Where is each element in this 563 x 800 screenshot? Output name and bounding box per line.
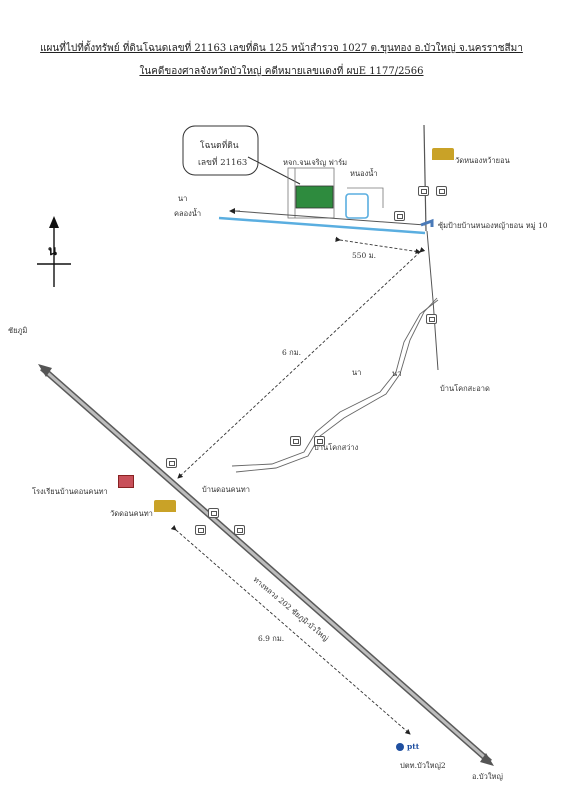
callout-leader — [247, 156, 301, 185]
dist-6km-label: 6 กม. — [282, 348, 302, 357]
house-icon — [418, 186, 429, 196]
field-b-label: นา — [392, 369, 402, 378]
north-arrow-icon — [49, 216, 59, 228]
deed-callout-line1: โฉนดที่ดิน — [200, 141, 239, 151]
house-icon — [195, 525, 206, 535]
temple-south-icon — [154, 500, 176, 512]
ban-khok-sa-at-label: บ้านโคกสะอาด — [440, 384, 490, 393]
pond-shape — [345, 193, 369, 219]
chaiyaphum-label: ชัยภูมิ — [8, 326, 28, 335]
deed-callout-box — [182, 125, 259, 176]
ban-khok-sawang-label: บ้านโคกสว่าง — [314, 443, 359, 452]
dim-6km — [177, 246, 426, 479]
map-title: แผนที่ไปที่ตั้งทรัพย์ ที่ดินโฉนดเลขที่ 2… — [40, 43, 523, 54]
road-to-khok-sa-at — [426, 230, 439, 371]
land-plot — [295, 185, 334, 209]
deed-callout-line2: เลขที่ 21163 — [198, 158, 248, 168]
field-a-label: นา — [352, 368, 362, 377]
field-top-label: นา — [178, 194, 188, 203]
canal-label: คลองน้ำ — [174, 209, 202, 218]
bua-yai-label: อ.บัวใหญ่ — [472, 772, 503, 781]
local-road — [233, 210, 426, 226]
ptt-label: ปตท.บัวใหญ่2 — [400, 761, 446, 770]
temple-north-icon — [432, 148, 454, 160]
house-icon — [436, 186, 447, 196]
dist-550-label: 550 ม. — [352, 251, 377, 260]
gate-sign-icon — [420, 218, 434, 227]
ptt-logo-text: ptt — [407, 742, 420, 751]
school-icon — [118, 475, 134, 488]
temple-south-label: วัดดอนคนทา — [110, 509, 153, 518]
farm-label: หจก.จนเจริญ ฟาร์ม — [283, 158, 348, 167]
canal-line — [218, 216, 426, 235]
house-icon — [426, 314, 437, 324]
temple-north-label: วัดหนองหว้ายอน — [455, 156, 510, 165]
house-icon — [234, 525, 245, 535]
house-icon — [290, 436, 301, 446]
ban-don-khon-tha-label: บ้านดอนคนทา — [202, 485, 250, 494]
pond-label: หนองน้ำ — [350, 169, 378, 178]
house-icon — [208, 508, 219, 518]
gate-label: ซุ้มป้ายบ้านหนองหญ้ายอน หมู่ 10 — [438, 221, 548, 230]
dist-6-9km-label: 6.9 กม. — [258, 634, 285, 643]
house-icon — [314, 436, 325, 446]
house-icon — [394, 211, 405, 221]
house-icon — [166, 458, 177, 468]
north-letter: น — [48, 244, 57, 259]
school-label: โรงเรียนบ้านดอนคนทา — [32, 487, 108, 496]
dim-6-9km — [170, 525, 411, 735]
map-subtitle: ในคดีของศาลจังหวัดบัวใหญ่ คดีหมายเลขแดงท… — [139, 66, 424, 77]
ptt-icon — [396, 743, 404, 751]
north-road — [423, 124, 427, 232]
